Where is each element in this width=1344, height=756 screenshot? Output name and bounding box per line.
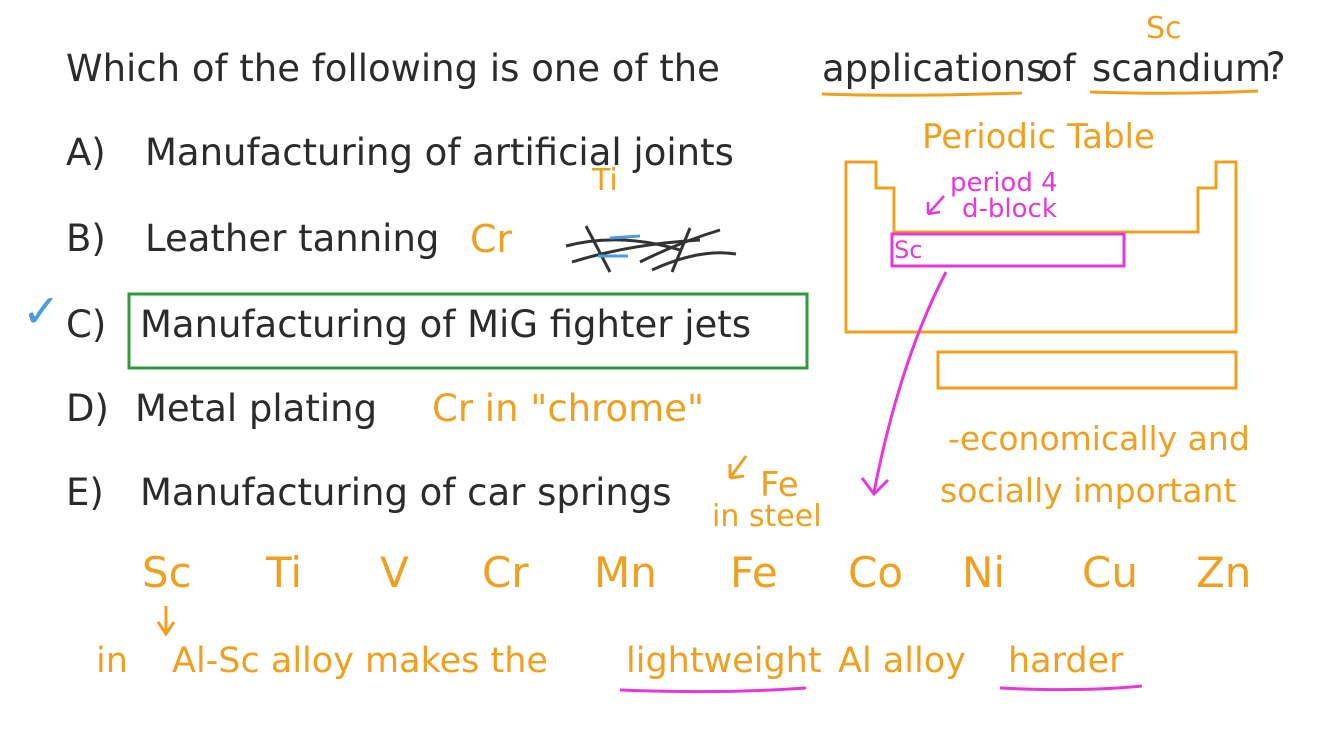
scratch-lines [565, 225, 737, 273]
correct-check-icon: ✓ [22, 284, 61, 338]
block-label: d-block [962, 194, 1057, 224]
question-prefix: Which of the following is one of the [66, 47, 720, 90]
question-word-applications: applications [822, 47, 1046, 90]
bottom-harder: harder [1008, 641, 1124, 681]
element-co: Co [848, 548, 904, 597]
underline-scandium [1089, 89, 1259, 95]
element-mn: Mn [594, 548, 657, 597]
scandium-symbol-annotation: Sc [1146, 11, 1182, 46]
option-e-letter: E) [66, 471, 104, 514]
fe-arrow-icon [728, 455, 748, 480]
sc-arrow-icon [156, 606, 176, 637]
element-v: V [380, 548, 409, 597]
option-c-letter: C) [66, 303, 107, 346]
option-d-letter: D) [66, 387, 109, 430]
element-ni: Ni [962, 548, 1006, 597]
element-ti: Ti [266, 548, 303, 597]
element-cu: Cu [1082, 548, 1138, 597]
bottom-lightweight: lightweight [626, 641, 822, 681]
option-a-letter: A) [66, 131, 106, 174]
economic-note-line2: socially important [940, 471, 1237, 510]
bottom-in: in [96, 641, 128, 681]
period-4-d-block-row [890, 232, 1126, 268]
question-word-of: of [1040, 47, 1076, 90]
periodic-table-title: Periodic Table [922, 117, 1155, 157]
underline-lightweight [619, 686, 807, 694]
option-b-text: Leather tanning [145, 217, 440, 260]
option-b-letter: B) [66, 217, 106, 260]
option-a-text: Manufacturing of artificial joints [145, 131, 734, 174]
bottom-alloy-text: Al-Sc alloy makes the [172, 641, 548, 681]
element-sc: Sc [142, 548, 192, 597]
option-c-text: Manufacturing of MiG fighter jets [140, 303, 752, 346]
periodic-table-sc-cell: Sc [894, 236, 923, 264]
question-word-scandium: scandium [1092, 47, 1272, 90]
period-label: period 4 [950, 168, 1058, 198]
economic-note-line1: -economically and [948, 419, 1250, 458]
option-b-annotation: Cr [470, 217, 513, 261]
element-zn: Zn [1196, 548, 1252, 597]
long-arrow-icon [872, 271, 948, 493]
option-d-text: Metal plating [135, 387, 378, 430]
option-e-annotation: Fe [760, 465, 799, 505]
periodic-table-outline [844, 160, 1238, 334]
underline-applications [821, 91, 1023, 97]
underline-harder [999, 684, 1143, 692]
correct-answer-box [127, 292, 809, 370]
option-a-annotation: Ti [592, 163, 618, 198]
option-e-text: Manufacturing of car springs [140, 471, 672, 514]
element-fe: Fe [730, 548, 778, 597]
option-e-annotation-steel: in steel [712, 499, 822, 534]
bottom-al-alloy: Al alloy [838, 641, 966, 681]
option-d-annotation: Cr in "chrome" [432, 387, 704, 430]
question-mark: ? [1266, 45, 1286, 88]
d-block-arrow-icon [926, 195, 945, 216]
periodic-table-f-block [936, 350, 1238, 390]
element-cr: Cr [482, 548, 529, 597]
